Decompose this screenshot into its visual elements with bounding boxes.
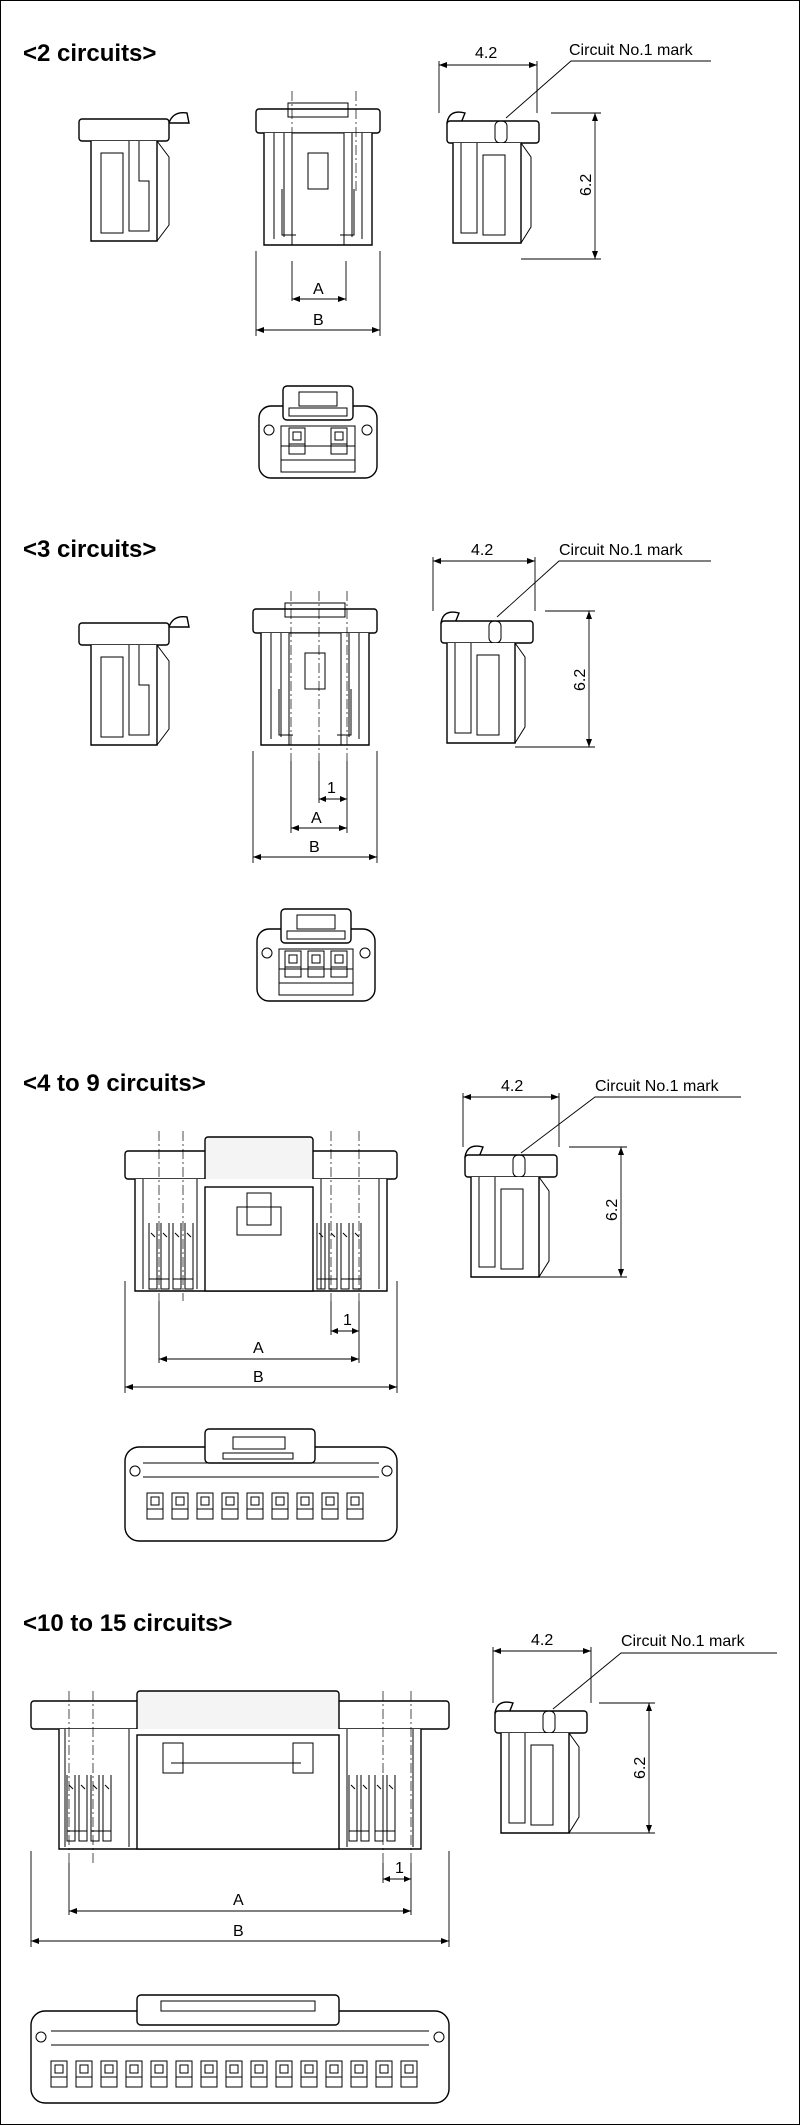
section-heading: <10 to 15 circuits>: [23, 1610, 232, 1637]
dim-b-label: B: [233, 1923, 244, 1940]
circuit-mark-label: Circuit No.1 mark: [569, 42, 694, 59]
end-view: [30, 1994, 450, 2104]
leader-line: [552, 1652, 777, 1710]
top-view: [30, 1690, 450, 1850]
circuit-mark-label: Circuit No.1 mark: [621, 1633, 746, 1650]
end-view: [124, 1428, 398, 1542]
dim-pitch-label: 1: [343, 1312, 352, 1329]
dim-a-label: A: [311, 810, 322, 827]
dim-height-label: 6.2: [632, 1757, 649, 1779]
side-view-right: [440, 611, 534, 744]
section-10-to-15-circuits: <10 to 15 circuits> 1 A B 4.2: [23, 1610, 777, 2104]
centerline: [291, 91, 357, 191]
dim-a-label: A: [313, 281, 324, 298]
dim-height-label: 6.2: [604, 1199, 621, 1221]
dim-line-width: [462, 1093, 560, 1147]
dim-a-label: A: [253, 1340, 264, 1357]
dim-height-label: 6.2: [572, 669, 589, 691]
dim-width-label: 4.2: [531, 1632, 553, 1649]
circuit-mark-label: Circuit No.1 mark: [559, 542, 684, 559]
dim-line-height: [515, 610, 595, 748]
dim-line-width: [492, 1647, 592, 1703]
front-view: [255, 102, 381, 246]
section-heading: <4 to 9 circuits>: [23, 1070, 206, 1097]
leader-line: [505, 60, 711, 119]
dim-line-width: [438, 61, 538, 113]
dim-line-height: [521, 112, 601, 260]
dim-line-height: [539, 1146, 627, 1278]
dim-line-width: [432, 557, 536, 611]
extension-lines: [30, 1851, 450, 1947]
dim-a-label: A: [233, 1892, 244, 1909]
side-view-right: [494, 1701, 588, 1834]
dim-b-label: B: [253, 1369, 264, 1386]
dim-line-height: [569, 1702, 655, 1834]
section-4-to-9-circuits: <4 to 9 circuits> 1 A B 4.2: [23, 1070, 741, 1542]
dim-arrows: [319, 796, 347, 802]
section-3-circuits: <3 circuits> 1 A B 4.2 6.2 Circuit No.1 …: [23, 536, 711, 1002]
dim-width-label: 4.2: [471, 542, 493, 559]
dim-pitch-label: 1: [327, 780, 336, 797]
leader-line: [520, 1096, 741, 1154]
side-view-left: [78, 112, 190, 242]
extension-lines: [252, 751, 378, 863]
end-view: [256, 908, 376, 1002]
section-2-circuits: <2 circuits> A B 4.2 6.2 Circuit No.1 ma…: [23, 40, 711, 479]
dim-height-label: 6.2: [578, 174, 595, 196]
side-view-left: [78, 616, 190, 746]
dim-b-label: B: [313, 312, 324, 329]
dim-arrows: [331, 1328, 359, 1334]
centerline: [290, 591, 348, 761]
dim-b-label: B: [309, 839, 320, 856]
section-heading: <3 circuits>: [23, 536, 156, 563]
dim-pitch-label: 1: [395, 1860, 404, 1877]
side-view-right: [464, 1145, 558, 1278]
centerline: [158, 1131, 360, 1301]
leader-line: [496, 560, 711, 618]
top-view: [124, 1136, 398, 1292]
end-view: [258, 385, 378, 479]
dim-arrows: [383, 1876, 411, 1882]
centerline: [68, 1691, 412, 1863]
extension-lines: [124, 1281, 398, 1393]
side-view-right: [446, 111, 540, 244]
dim-width-label: 4.2: [475, 45, 497, 62]
section-heading: <2 circuits>: [23, 40, 156, 67]
front-view: [252, 602, 378, 746]
dim-width-label: 4.2: [501, 1078, 523, 1095]
extension-lines: [255, 251, 381, 336]
circuit-mark-label: Circuit No.1 mark: [595, 1078, 720, 1095]
